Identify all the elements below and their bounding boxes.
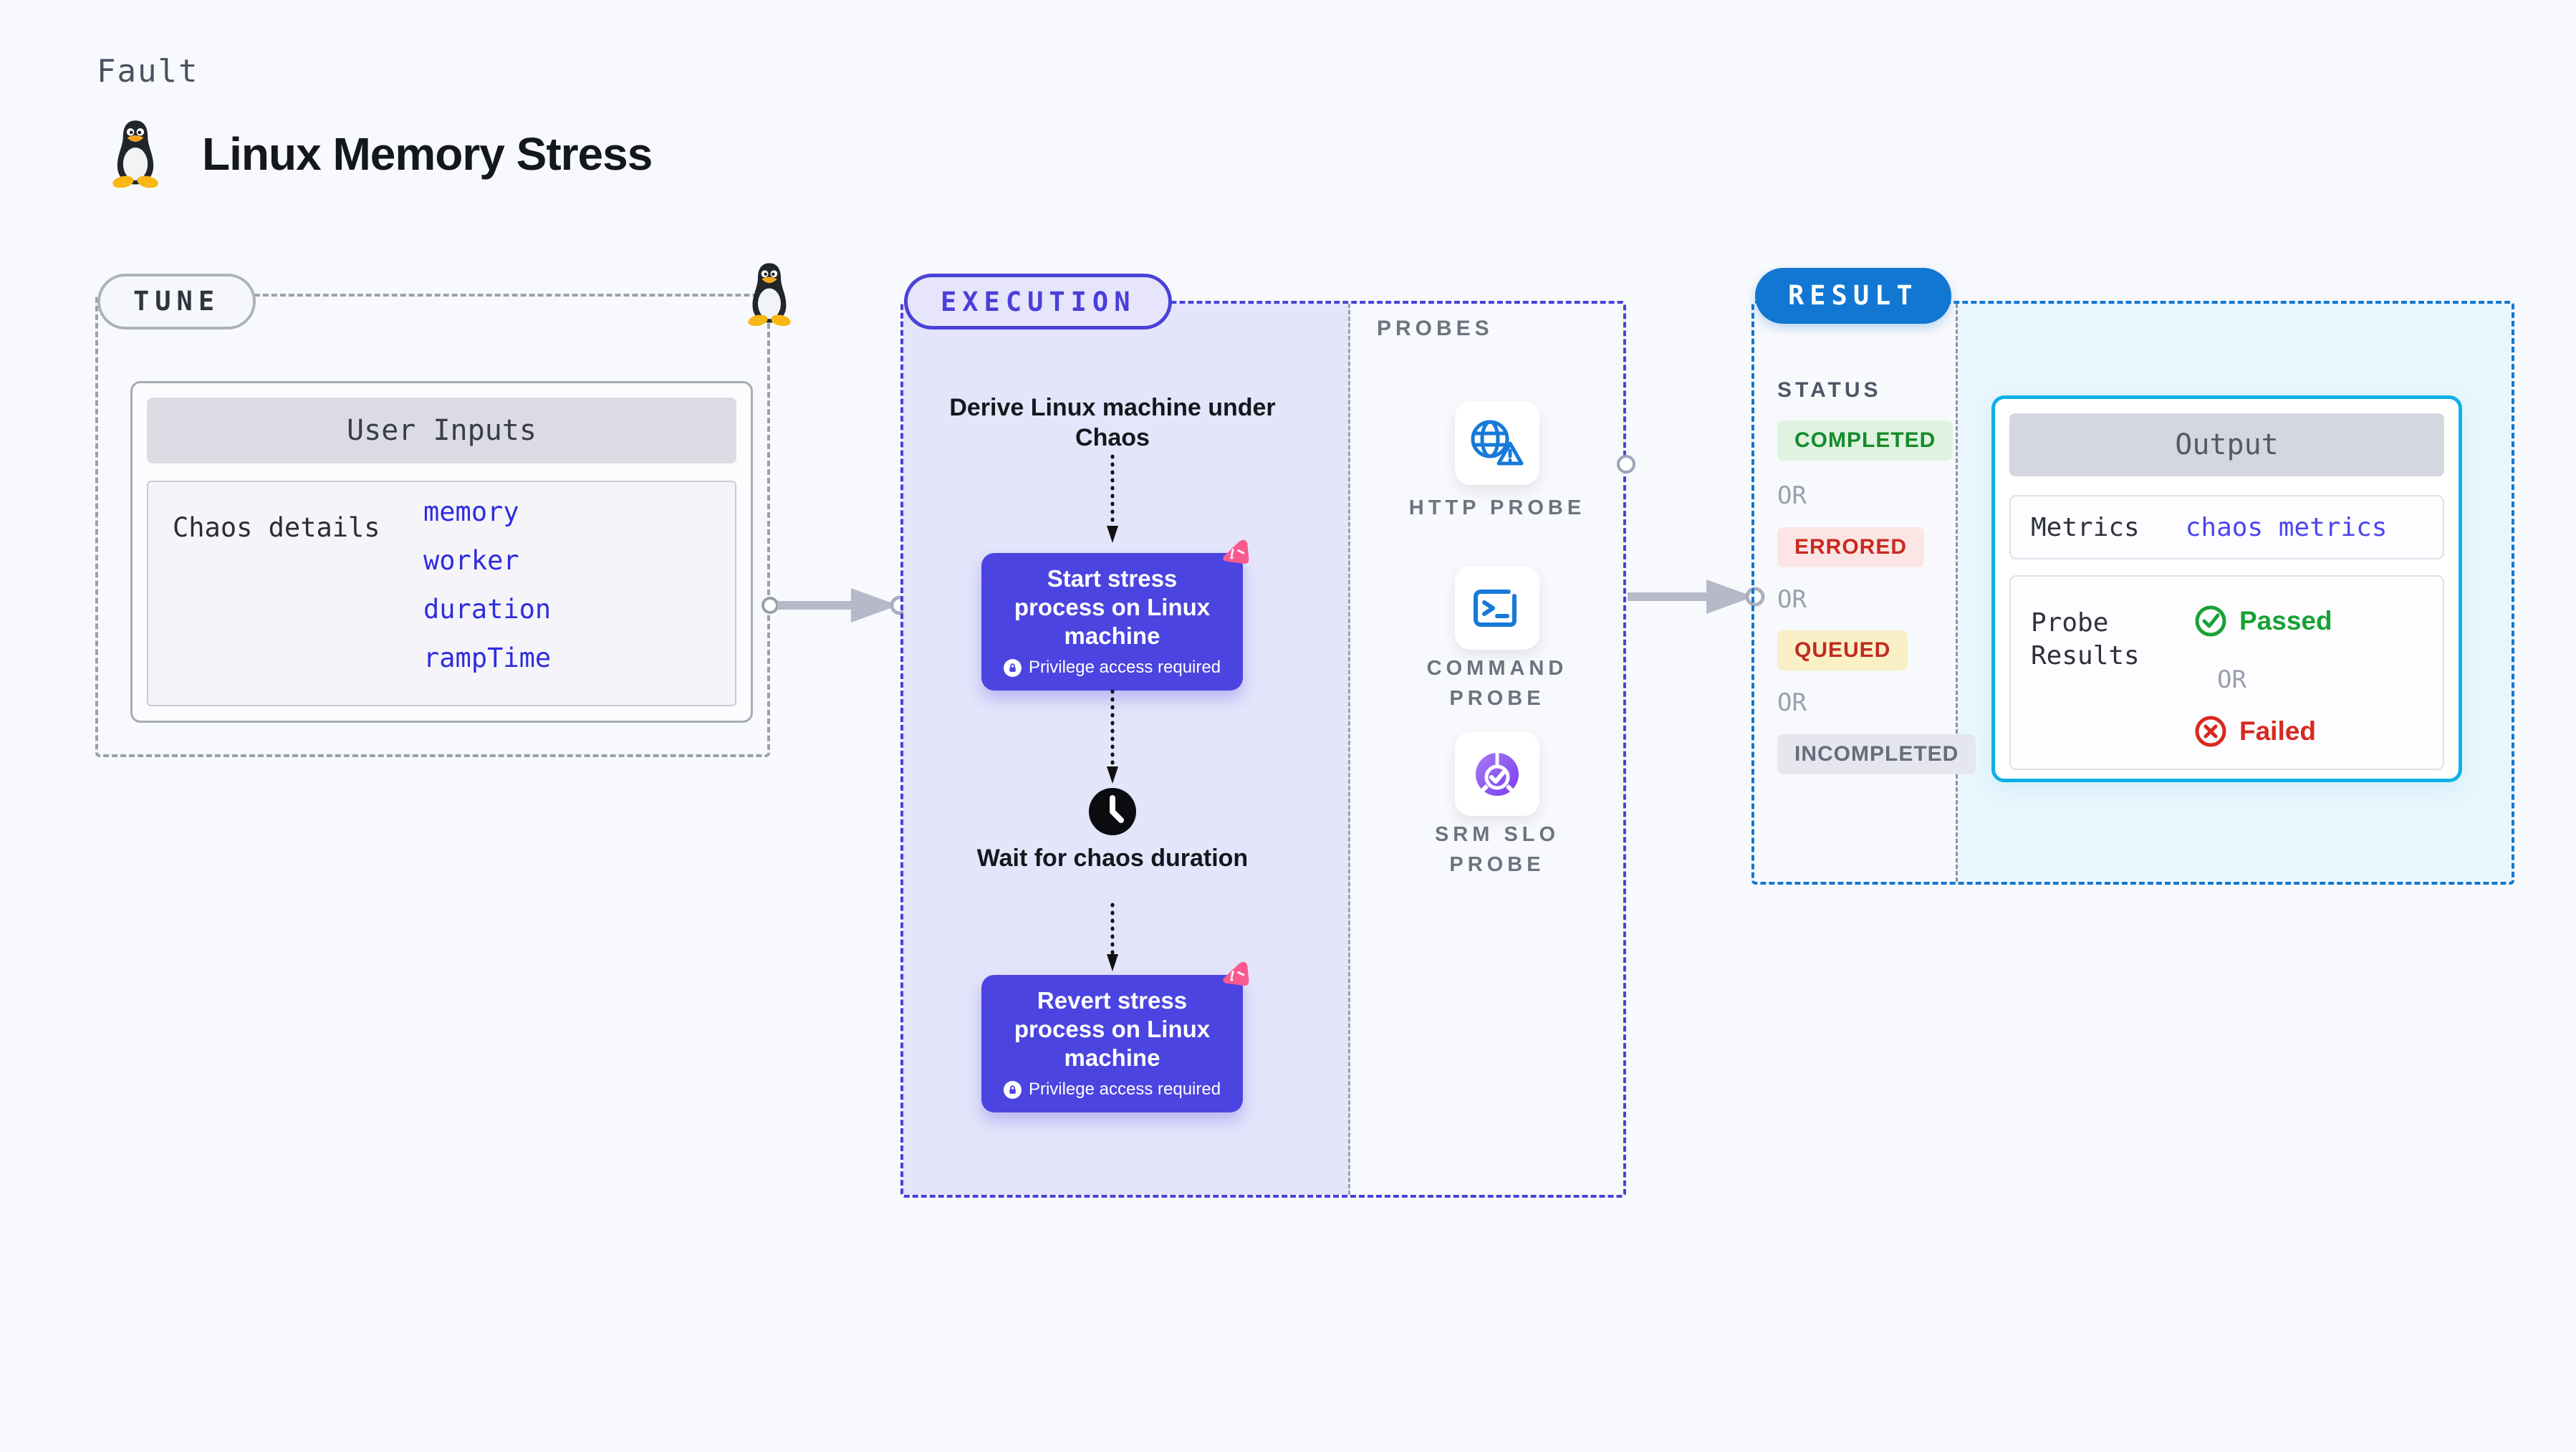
execution-to-result-arrow xyxy=(1628,580,1765,614)
flow-arrow-down xyxy=(1107,689,1118,784)
status-badge-incompleted: INCOMPLETED xyxy=(1777,734,1976,774)
fault-kicker: Fault xyxy=(97,53,199,90)
or-separator: OR xyxy=(1777,688,1807,717)
srm-slo-probe-label: SRM SLO PROBE xyxy=(1434,823,1560,876)
probes-heading: PROBES xyxy=(1377,317,1494,340)
passed-text: Passed xyxy=(2239,606,2332,635)
output-header: Output xyxy=(2009,413,2444,476)
revert-stress-title: Revert stress process on Linux machine xyxy=(1014,987,1211,1071)
passed-result: Passed xyxy=(2193,604,2332,638)
metrics-value: chaos metrics xyxy=(2185,512,2388,542)
clock-icon xyxy=(1089,788,1136,835)
srm-slo-probe-card[interactable] xyxy=(1455,732,1539,816)
chaos-fault-icon xyxy=(1223,961,1249,986)
chaos-details-values: memory worker duration rampTime xyxy=(423,488,551,683)
derive-step-text: Derive Linux machine under Chaos xyxy=(949,394,1276,451)
or-separator: OR xyxy=(1777,481,1807,510)
user-inputs-body: Chaos details memory worker duration ram… xyxy=(147,481,736,706)
failed-result: Failed xyxy=(2193,714,2316,749)
chaos-fault-icon xyxy=(1223,539,1249,564)
input-value: rampTime xyxy=(423,643,552,673)
revert-stress-step-button[interactable]: Revert stress process on Linux machine P… xyxy=(981,961,1249,1112)
srm-slo-probe-icon xyxy=(1476,752,1519,796)
command-probe-icon xyxy=(1474,589,1517,627)
result-pill: RESULT xyxy=(1755,268,1951,324)
flow-arrow-down xyxy=(1107,454,1118,543)
page-title: Linux Memory Stress xyxy=(202,128,653,180)
probe-results-row: Probe Results Passed OR Failed xyxy=(2009,575,2444,770)
failed-text: Failed xyxy=(2239,716,2316,746)
metrics-row: Metrics chaos metrics xyxy=(2009,495,2444,559)
command-probe-card[interactable] xyxy=(1455,566,1539,650)
probe-results-label: Probe Results xyxy=(2031,608,2140,670)
privilege-badge-text: Privilege access required xyxy=(1028,658,1221,677)
privilege-badge-text: Privilege access required xyxy=(1028,1080,1221,1099)
check-circle-icon xyxy=(2195,605,2226,637)
metrics-label: Metrics xyxy=(2031,512,2140,542)
tune-to-execution-arrow xyxy=(761,588,910,622)
input-value: memory xyxy=(423,496,519,527)
tune-pill: TUNE xyxy=(97,274,256,330)
or-separator: OR xyxy=(1777,585,1807,614)
chaos-details-label: Chaos details xyxy=(173,512,380,543)
execution-section-box xyxy=(900,301,1626,1198)
http-probe-label: HTTP PROBE xyxy=(1408,496,1586,519)
input-value: duration xyxy=(423,594,552,625)
start-stress-step-button[interactable]: Start stress process on Linux machine Pr… xyxy=(981,539,1249,691)
http-probe-icon xyxy=(1471,420,1524,465)
user-inputs-header: User Inputs xyxy=(147,398,736,463)
flow-arrow-down xyxy=(1107,903,1118,971)
connector-node xyxy=(1617,455,1635,473)
status-badge-errored: ERRORED xyxy=(1777,527,1925,567)
tune-section-box xyxy=(95,294,770,757)
status-heading: STATUS xyxy=(1777,378,1882,402)
linux-tux-corner-icon xyxy=(748,263,791,327)
wait-step-text: Wait for chaos duration xyxy=(976,845,1249,872)
status-badge-queued: QUEUED xyxy=(1777,630,1908,670)
http-probe-card[interactable] xyxy=(1455,401,1539,485)
x-circle-icon xyxy=(2195,716,2226,747)
input-value: worker xyxy=(423,545,519,576)
command-probe-label: COMMAND PROBE xyxy=(1426,657,1568,710)
user-inputs-card: User Inputs Chaos details memory worker … xyxy=(130,381,753,723)
output-card: Output Metrics chaos metrics Probe Resul… xyxy=(1991,395,2462,782)
execution-pill: EXECUTION xyxy=(904,274,1173,330)
result-section-box xyxy=(1751,301,2514,885)
lock-icon xyxy=(1003,658,1022,677)
status-badge-completed: COMPLETED xyxy=(1777,420,1953,461)
or-separator: OR xyxy=(2217,665,2246,694)
start-stress-title: Start stress process on Linux machine xyxy=(1014,565,1211,649)
linux-tux-icon xyxy=(112,120,158,188)
lock-icon xyxy=(1003,1080,1022,1099)
